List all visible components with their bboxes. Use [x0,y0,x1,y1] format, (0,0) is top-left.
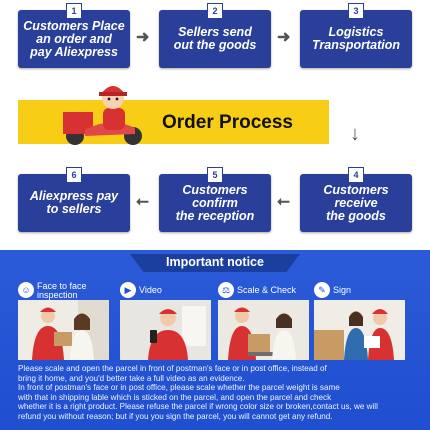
sign-icon: ✎ [314,282,330,298]
tag-label: Video [139,285,162,295]
tag-video: ▶ Video [120,282,162,298]
arrow-left-icon: ⭠ [277,193,290,210]
step-3: 3 Logistics Transportation [300,3,412,68]
step-label: Logistics Transportation [312,25,400,52]
step-label: Sellers send out the goods [173,25,257,52]
step-number: 3 [348,3,364,19]
step-number: 6 [66,167,82,183]
tag-label: Scale & Check [237,285,297,295]
step-2: 2 Sellers send out the goods [159,3,271,68]
notice-banner [130,254,300,272]
tag-scale-check: ⚖ Scale & Check [218,282,296,298]
step-label: Aliexpress pay to sellers [29,189,119,216]
video-icon: ▶ [120,282,136,298]
tag-sign: ✎ Sign [314,282,351,298]
order-process-title: Order Process [162,112,293,133]
tag-face-to-face: ☺ Face to face inspection [18,282,87,300]
step-4: 4 Customers receive the goods [300,167,412,232]
arrow-right-icon: ➜ [136,29,150,46]
arrow-right-icon: ➜ [277,29,291,46]
step-number: 5 [207,167,223,183]
step-number: 2 [207,3,223,19]
step-label: Customers receive the goods [323,182,389,223]
notice-title: Important notice [166,255,264,269]
photo-scale-check [218,300,309,360]
face-icon: ☺ [18,282,34,298]
step-6: 6 Aliexpress pay to sellers [18,167,130,232]
step-label: Customers Place an order and pay Aliexpr… [23,18,125,59]
photo-video [120,300,211,360]
step-number: 4 [348,167,364,183]
step-5: 5 Customers confirm the reception [159,167,271,232]
courier-mascot-icon [63,86,142,145]
tag-label: Sign [333,285,352,295]
tag-label: Face to face inspection [37,281,87,300]
photo-sign [314,300,405,360]
step-label: Customers confirm the reception [175,182,255,223]
photo-face-to-face [18,300,109,360]
step-number: 1 [66,3,82,19]
step-1: 1 Customers Place an order and pay Aliex… [18,3,130,68]
scale-icon: ⚖ [218,282,234,298]
arrow-left-icon: ⭠ [136,193,149,210]
notice-text: Please scale and open the parcel in fron… [18,364,378,421]
arrow-down-icon: ↓ [350,123,360,145]
